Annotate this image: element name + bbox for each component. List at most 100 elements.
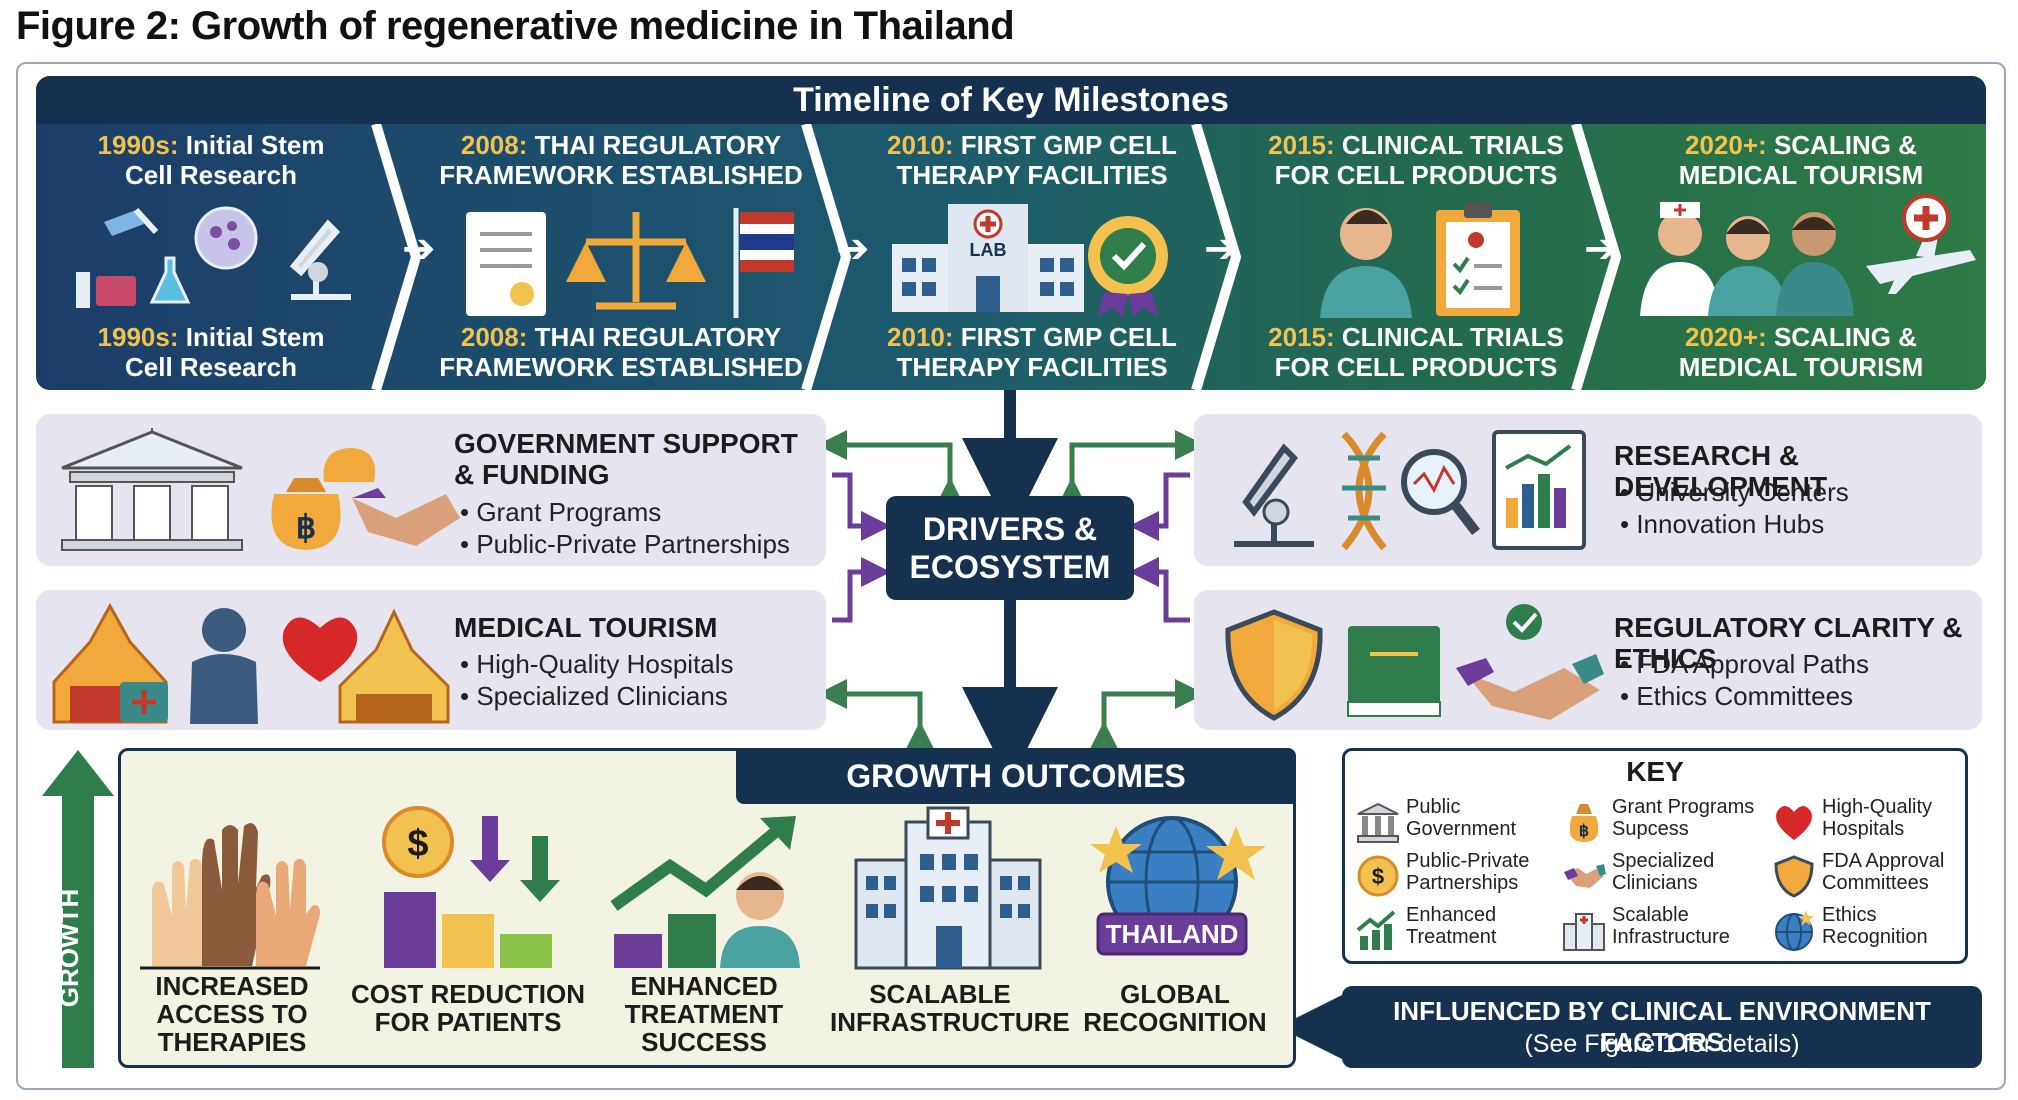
stage-title: CLINICAL TRIALS bbox=[1334, 322, 1564, 352]
list-item: Public-Private Partnerships bbox=[460, 528, 790, 560]
timeline-heading: Timeline of Key Milestones bbox=[36, 76, 1986, 124]
key-item-line: Enhanced bbox=[1406, 904, 1497, 926]
key-item-line: Grant Programs bbox=[1612, 796, 1755, 818]
stage-year: 2008: bbox=[460, 130, 528, 160]
growth-outcomes-heading: GROWTH OUTCOMES bbox=[736, 748, 1296, 804]
stage-title-line2: THERAPY FACILITIES bbox=[896, 352, 1168, 382]
right-arrow-icon: ➔ bbox=[1204, 227, 1238, 271]
list-item: Ethics Committees bbox=[1620, 680, 1869, 712]
list-item: Specialized Clinicians bbox=[460, 680, 734, 712]
list-item: Innovation Hubs bbox=[1620, 508, 1849, 540]
regulatory-framework-icon bbox=[466, 208, 794, 318]
stage-title-line2: FOR CELL PRODUCTS bbox=[1274, 352, 1558, 382]
growth-chart-icon bbox=[1356, 910, 1396, 950]
drivers-line1: DRIVERS & bbox=[922, 511, 1098, 547]
stem-cell-research-icon bbox=[76, 206, 351, 308]
stage-title: SCALING & bbox=[1766, 130, 1917, 160]
stage-year: 2010: bbox=[887, 322, 954, 352]
outcome-line: THERAPIES bbox=[157, 1027, 307, 1057]
stage-title-line2: Cell Research bbox=[125, 160, 297, 190]
key-item-line: Treatment bbox=[1406, 926, 1497, 948]
figure-title: Figure 2: Growth of regenerative medicin… bbox=[16, 4, 1015, 48]
growth-label: GROWTH bbox=[54, 889, 84, 1007]
stage-year: 2015: bbox=[1268, 322, 1335, 352]
enhanced-treatment-icon bbox=[610, 816, 800, 968]
svg-text:$: $ bbox=[1372, 864, 1384, 889]
medical-tourism-box: MEDICAL TOURISM High-Quality Hospitals S… bbox=[36, 590, 826, 730]
gov-box-title: GOVERNMENT SUPPORT& FUNDING bbox=[454, 428, 798, 490]
svg-text:฿: ฿ bbox=[1579, 823, 1589, 840]
list-item: University Centers bbox=[1620, 476, 1848, 508]
outcome-line: ACCESS TO bbox=[156, 999, 308, 1029]
research-icon bbox=[1234, 430, 1586, 551]
stage-title-line2: FOR CELL PRODUCTS bbox=[1274, 160, 1558, 190]
outcome-line: INFRASTRUCTURE bbox=[830, 1007, 1070, 1037]
key-item-line: Partnerships bbox=[1406, 872, 1519, 894]
government-building-icon bbox=[1357, 802, 1399, 843]
outcome-line: TREATMENT bbox=[624, 999, 784, 1029]
stage-year: 2020+: bbox=[1685, 130, 1767, 160]
timeline-panel: Timeline of Key Milestones 1990s: Initia… bbox=[36, 76, 1986, 390]
research-development-box: RESEARCH & DEVELOPMENT University Center… bbox=[1194, 414, 1982, 566]
svg-text:฿: ฿ bbox=[296, 509, 316, 545]
globe-icon bbox=[1775, 910, 1814, 951]
regulatory-ethics-icon bbox=[1225, 604, 1604, 721]
stage-title: Initial Stem bbox=[178, 322, 325, 352]
gov-title-line2: & FUNDING bbox=[454, 459, 610, 490]
clinical-trial-icon bbox=[1320, 202, 1520, 318]
stage-year: 2020+: bbox=[1685, 322, 1767, 352]
list-item: High-Quality Hospitals bbox=[460, 648, 733, 680]
raised-hands-icon bbox=[140, 823, 320, 970]
stage-title-line2: FRAMEWORK ESTABLISHED bbox=[439, 160, 803, 190]
stage-title: FIRST GMP CELL bbox=[953, 130, 1177, 160]
key-item-line: Clinicians bbox=[1612, 872, 1698, 894]
tourism-box-title: MEDICAL TOURISM bbox=[454, 612, 718, 643]
key-item-line: Public bbox=[1406, 796, 1461, 818]
tourism-box-list: High-Quality Hospitals Specialized Clini… bbox=[460, 648, 734, 712]
shield-icon bbox=[1774, 855, 1814, 898]
key-item-line: Public-Private bbox=[1406, 850, 1530, 872]
stage-title: THAI REGULATORY bbox=[527, 130, 782, 160]
outcome-line: SCALABLE bbox=[869, 979, 1011, 1009]
key-item-line: Infrastructure bbox=[1612, 926, 1730, 948]
hospital-icon bbox=[1563, 913, 1605, 951]
stage-title: CLINICAL TRIALS bbox=[1334, 130, 1564, 160]
tourism-icon bbox=[52, 602, 450, 724]
stage-year: 2010: bbox=[887, 130, 954, 160]
right-arrow-icon: ➔ bbox=[1584, 227, 1618, 271]
dollar-coin-icon: $ bbox=[1357, 855, 1399, 897]
outcome-line: COST REDUCTION bbox=[351, 979, 585, 1009]
key-item-line: Supcess bbox=[1612, 818, 1689, 840]
stage-title-line2: FRAMEWORK ESTABLISHED bbox=[439, 352, 803, 382]
key-item-line: Committees bbox=[1822, 872, 1929, 894]
timeline-stage-2020: 2020+: SCALING &MEDICAL TOURISM 2020+: S… bbox=[1616, 124, 1986, 390]
stage-title: SCALING & bbox=[1766, 322, 1917, 352]
stage-title: THAI REGULATORY bbox=[527, 322, 782, 352]
list-item: Grant Programs bbox=[460, 496, 790, 528]
stage-year: 2015: bbox=[1268, 130, 1335, 160]
growth-arrow-icon: GROWTH bbox=[42, 750, 114, 1068]
stage-title-line2: MEDICAL TOURISM bbox=[1678, 160, 1924, 190]
key-item-line: FDA Approval bbox=[1822, 850, 1945, 872]
stage-year: 1990s: bbox=[97, 322, 179, 352]
outcome-line: INCREASED bbox=[155, 971, 309, 1001]
gov-title-line1: GOVERNMENT SUPPORT bbox=[454, 428, 798, 459]
thailand-label: THAILAND bbox=[1106, 919, 1239, 949]
stage-title: FIRST GMP CELL bbox=[953, 322, 1177, 352]
reg-box-list: FDA Approval Paths Ethics Committees bbox=[1620, 648, 1869, 712]
